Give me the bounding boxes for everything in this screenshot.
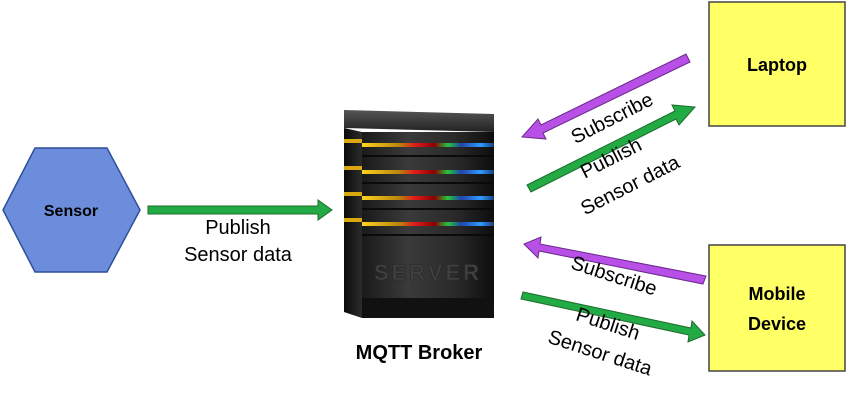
- mqtt-broker-node: SERVER MQTT Broker: [344, 110, 494, 364]
- mqtt-broker-label: MQTT Broker: [356, 342, 483, 364]
- mobile-subscribe-arrow: [523, 236, 707, 285]
- mobile-device-label-line1: Mobile: [749, 284, 806, 304]
- mobile-publish-edge: Publish Sensor data: [520, 291, 706, 381]
- laptop-label: Laptop: [747, 55, 807, 75]
- sensor-node: Sensor: [2, 147, 141, 273]
- laptop-subscribe-arrow: [520, 53, 691, 140]
- sensor-publish-edge: Publish Sensor data: [147, 199, 333, 266]
- laptop-node: Laptop: [708, 1, 846, 127]
- sensor-publish-label-line2: Sensor data: [184, 244, 293, 266]
- mobile-device-label-line2: Device: [748, 314, 806, 334]
- sensor-label: Sensor: [44, 203, 98, 220]
- sensor-publish-arrow: [147, 199, 333, 221]
- mobile-device-node: Mobile Device: [708, 244, 846, 372]
- server-embossed-text: SERVER: [374, 260, 482, 285]
- mobile-device-box: [708, 244, 846, 372]
- sensor-hexagon: [2, 147, 141, 273]
- server-icon: [344, 110, 494, 318]
- laptop-subscribe-edge: Subscribe: [520, 53, 691, 149]
- sensor-publish-label-line1: Publish: [205, 217, 271, 239]
- mobile-publish-arrow: [520, 291, 706, 343]
- laptop-box: [708, 1, 846, 127]
- mobile-subscribe-edge: Subscribe: [523, 236, 707, 300]
- laptop-publish-arrow: [526, 104, 697, 193]
